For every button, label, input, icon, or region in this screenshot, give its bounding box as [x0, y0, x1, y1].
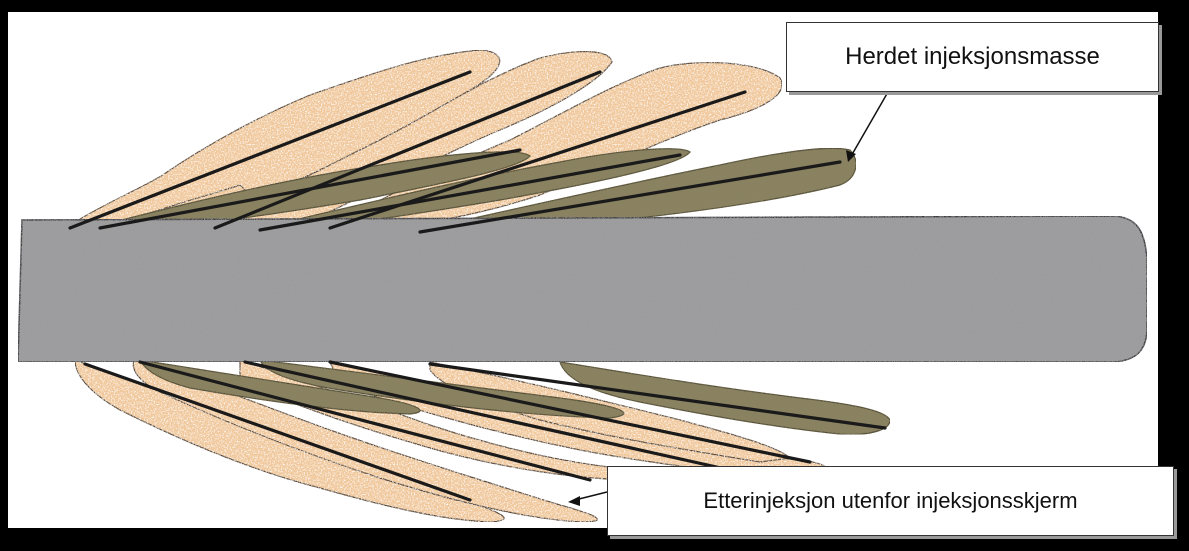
- label-hardened-grout: Herdet injeksjonsmasse: [786, 22, 1159, 92]
- label-post-injection-text: Etterinjeksjon utenfor injeksjonsskjerm: [703, 488, 1077, 514]
- tunnel-rock-mass: [18, 216, 1147, 362]
- label-post-injection: Etterinjeksjon utenfor injeksjonsskjerm: [607, 466, 1174, 536]
- label-hardened-grout-text: Herdet injeksjonsmasse: [845, 43, 1100, 71]
